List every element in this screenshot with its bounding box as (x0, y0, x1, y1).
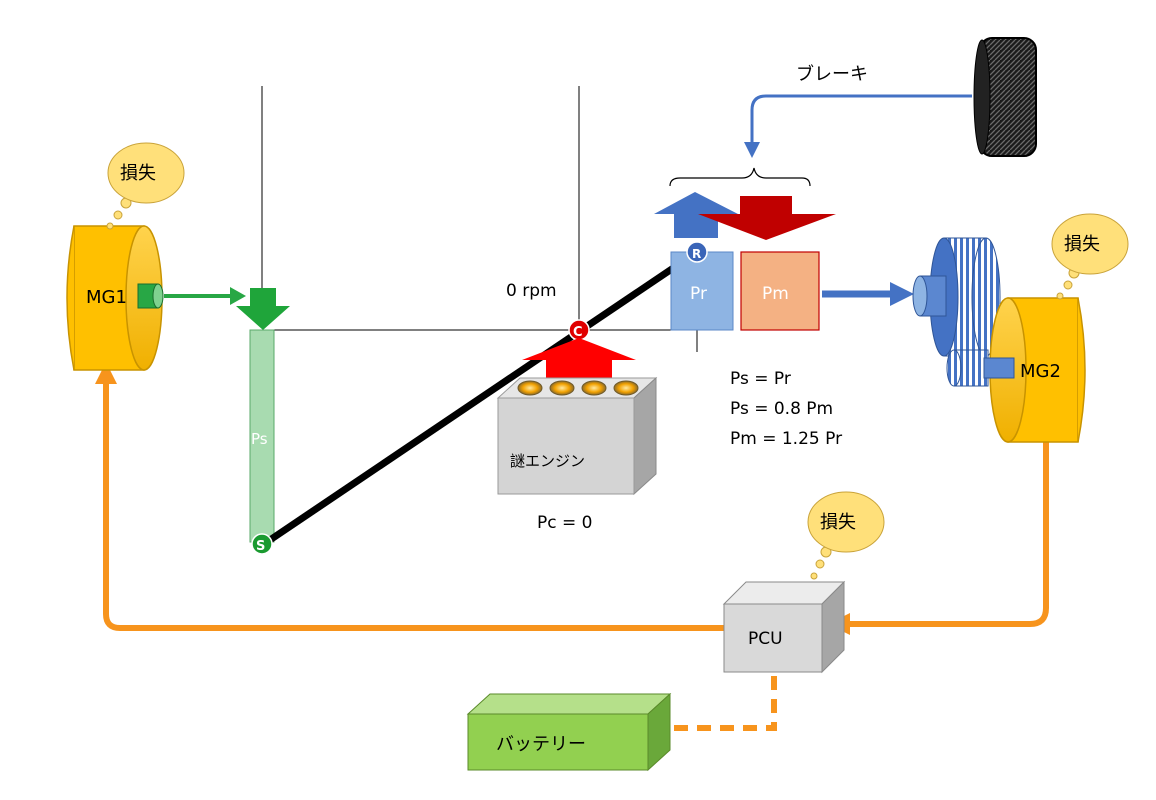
ring-up-arrow-icon (654, 192, 738, 238)
battery-label: バッテリー (496, 734, 586, 755)
equation-1: Ps = Pr (730, 369, 791, 389)
mg1-to-sun-arrow (164, 287, 246, 305)
pcu-loss-label: 損失 (820, 512, 856, 533)
mg1-loss-label: 損失 (120, 163, 156, 184)
tire-icon (973, 37, 1037, 157)
pcu-loss-cloud-icon (807, 491, 885, 580)
ps-bar (249, 329, 275, 543)
equation-2: Ps = 0.8 Pm (730, 399, 833, 419)
engine-cylinder-icons (517, 380, 639, 396)
vertical-axis-lines (261, 86, 698, 352)
ring-node-label: R (692, 247, 701, 261)
mg1-label: MG1 (86, 287, 127, 308)
pm-bar (740, 251, 820, 331)
pcu-label: PCU (748, 629, 783, 649)
engine-power-label: Pc = 0 (537, 513, 592, 533)
mg2-down-arrow-icon (698, 196, 836, 240)
engine-label: 謎エンジン (510, 452, 585, 470)
mg2-loss-label: 損失 (1064, 234, 1100, 255)
ring-to-gear-arrow (822, 282, 914, 306)
speed-label: 0 rpm (506, 281, 557, 301)
mg2-loss-cloud-icon (1051, 213, 1129, 300)
sun-node-label: S (256, 539, 265, 554)
equation-3: Pm = 1.25 Pr (730, 429, 842, 449)
mg1-loss-cloud-icon (106, 142, 185, 230)
battery-box (466, 692, 672, 772)
ring-brace (669, 167, 811, 187)
pcu-box (722, 580, 846, 674)
mg2-label: MG2 (1020, 361, 1061, 382)
sun-down-arrow-icon (236, 288, 290, 330)
pm-bar-label: Pm (762, 284, 789, 304)
engine-block (496, 376, 658, 496)
gear-icon (912, 237, 1001, 357)
small-gear-icon (946, 349, 1015, 387)
lever-line (262, 249, 699, 547)
engine-up-arrow-icon (522, 338, 636, 386)
pr-bar (670, 251, 734, 331)
brake-label: ブレーキ (796, 63, 868, 85)
ps-bar-label: Ps (251, 430, 268, 448)
carrier-node-label: C (573, 325, 583, 340)
brake-arrow-icon (744, 142, 760, 158)
pr-bar-label: Pr (690, 284, 707, 304)
brake-line (750, 94, 972, 146)
sun-node (251, 533, 273, 555)
ring-node (686, 241, 708, 263)
